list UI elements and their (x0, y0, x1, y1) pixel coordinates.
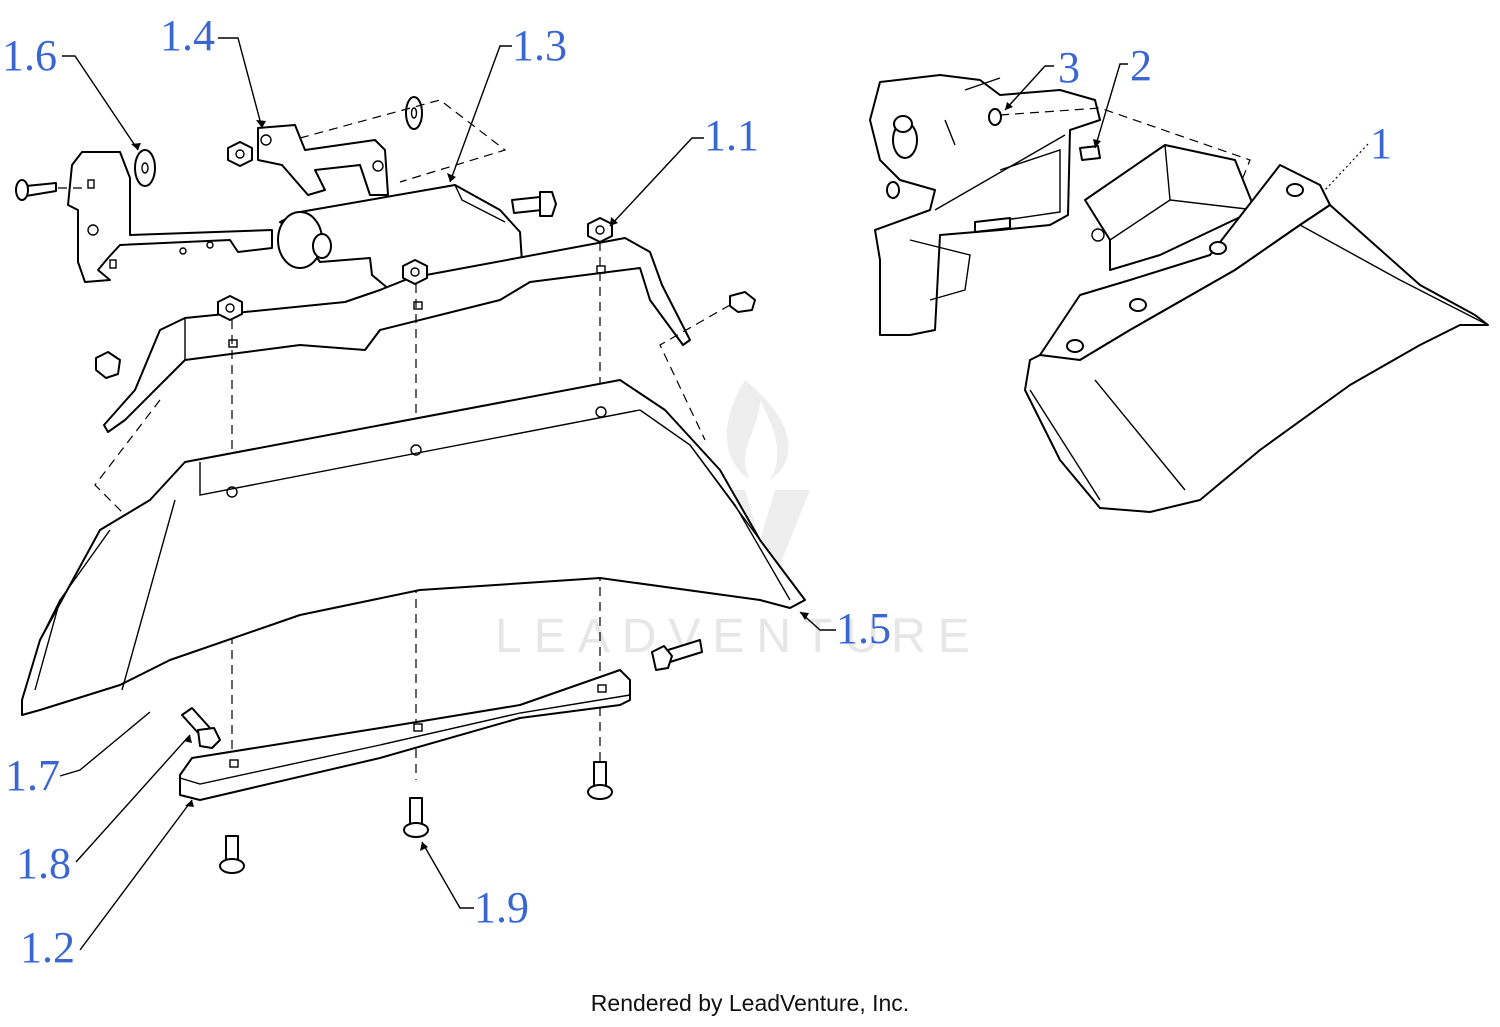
carriage-bolt-2 (403, 797, 429, 838)
callout-1-2: 1.2 (20, 923, 75, 972)
leader-1-1 (609, 137, 704, 227)
leader-1-7 (59, 711, 151, 777)
callout-1-5: 1.5 (836, 604, 891, 653)
callout-1-6: 1.6 (2, 31, 57, 80)
callout-2: 2 (1130, 41, 1152, 90)
footer-credit: Rendered by LeadVenture, Inc. (590, 990, 910, 1016)
leader-1-6 (62, 55, 139, 151)
flange-nut-3 (587, 217, 613, 243)
callout-1-8: 1.8 (16, 839, 71, 888)
leader-1-5 (799, 611, 836, 631)
callout-1-4: 1.4 (160, 11, 215, 60)
leader-1-2 (79, 799, 193, 951)
leader-1-9 (421, 841, 474, 909)
right-assembled-view (869, 74, 1489, 513)
arrowheads (131, 102, 1101, 851)
leader-1-4 (218, 37, 263, 129)
callout-3: 3 (1058, 43, 1080, 92)
callout-1: 1 (1370, 119, 1392, 168)
leader-1-8 (75, 734, 191, 863)
leader-3 (1004, 65, 1054, 111)
callout-1-7: 1.7 (5, 751, 60, 800)
watermark-flame-icon (726, 380, 789, 480)
nut-left-side (95, 351, 121, 379)
flange-nut-1 (217, 295, 243, 321)
chute-body (21, 379, 806, 716)
callout-1-1: 1.1 (704, 111, 759, 160)
flange-nut-2 (402, 259, 428, 285)
wear-strip-1-2 (179, 669, 631, 801)
hex-bolt-1-5 (651, 639, 703, 671)
carriage-bolt-left (15, 179, 57, 201)
bracket-1-4 (257, 124, 389, 196)
carriage-bolt-1 (219, 835, 245, 874)
carriage-bolt-3 (587, 761, 613, 800)
nut-1-4 (227, 141, 253, 167)
callouts: 1.6 1.4 1.3 1.1 1.5 1.7 1.8 1.2 1.9 3 2 … (2, 11, 1392, 972)
leader-1-3 (449, 45, 512, 183)
nut-right-side (729, 291, 756, 313)
callout-1-9: 1.9 (474, 883, 529, 932)
washer-top (405, 96, 423, 130)
watermark-text: LEADVENTURE (495, 610, 982, 663)
callout-1-3: 1.3 (512, 21, 567, 70)
leader-2 (1094, 63, 1128, 149)
bracket-plate (67, 151, 273, 283)
hex-bolt-1-8 (181, 707, 221, 749)
washer-1-6 (134, 149, 156, 187)
bolt-right-1-3 (511, 191, 557, 217)
leader-1 (1324, 143, 1369, 191)
left-exploded-view (15, 96, 806, 874)
leader-lines (59, 37, 1369, 951)
